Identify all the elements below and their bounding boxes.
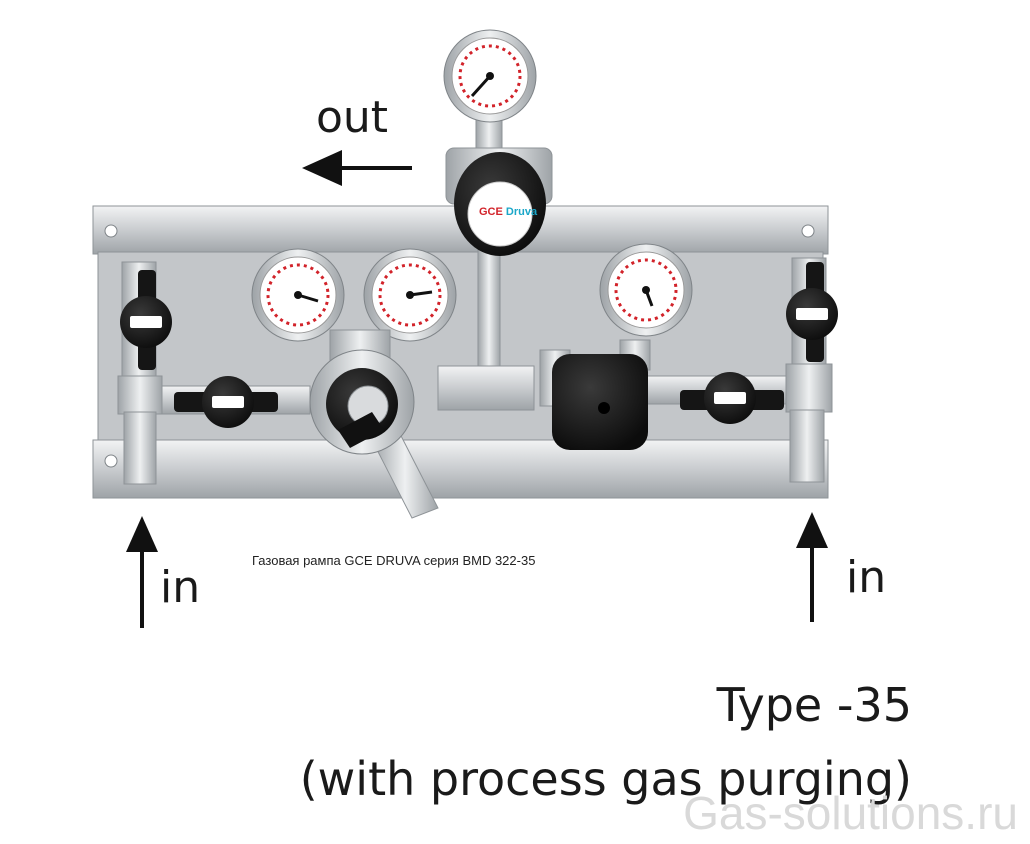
pressure-gauge-icon [251,248,345,342]
mounting-panel [92,205,829,499]
watermark: Gas-solutions.ru [683,787,1018,839]
out-label: out [316,92,389,143]
outlet-regulator [445,115,553,256]
in-arrow-icon [126,516,158,628]
out-arrow-icon [302,150,412,186]
ball-valve-icon [120,270,172,370]
pressure-gauge-icon [599,243,693,337]
regulator-icon [539,339,651,450]
pressure-gauge-icon [443,29,537,123]
right-inlet-assembly [785,257,838,483]
ball-valve-icon [174,376,278,428]
in-arrow-icon [796,512,828,622]
in-left-label: in [160,562,201,613]
ball-valve-icon [680,372,784,424]
outlet-riser-pipe [437,249,535,411]
type-subtitle: (with process gas purging) [299,752,912,806]
type-title: Type -35 [716,678,912,732]
brand-logo: GCE Druva [479,206,538,218]
pressure-gauge-icon [363,248,457,342]
regulator-icon [309,329,439,519]
ball-valve-icon [786,262,838,362]
in-right-label: in [846,552,887,603]
left-inlet-assembly [117,261,172,485]
caption: Газовая рампа GCE DRUVA серия BMD 322-35 [252,553,536,568]
